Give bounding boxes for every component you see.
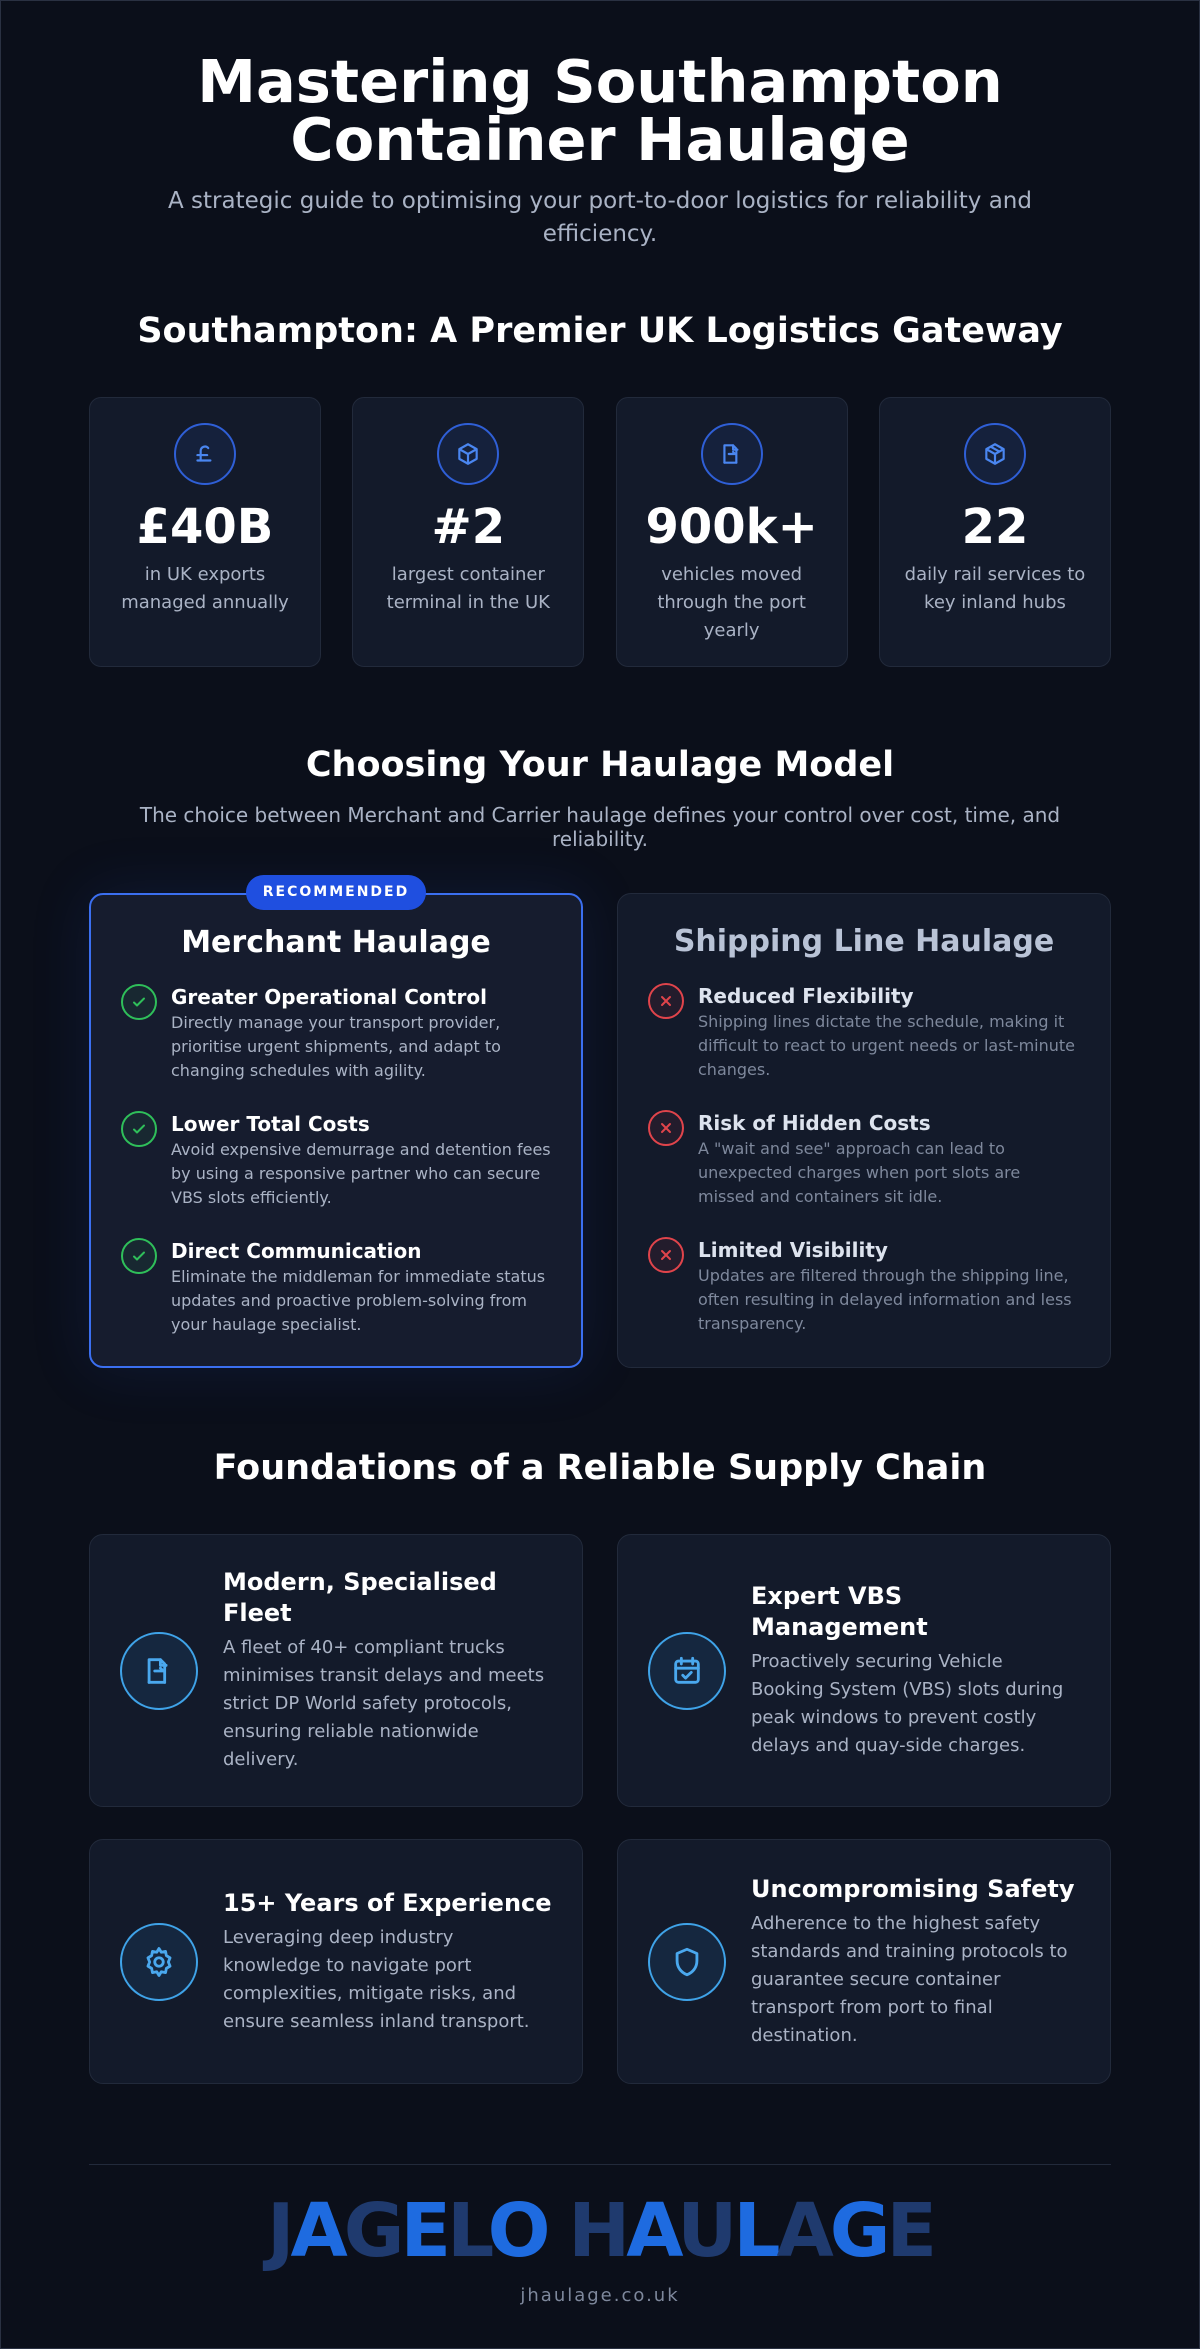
stat-value: 22 [961, 499, 1029, 555]
cross-icon [648, 983, 684, 1019]
foundation-description: A fleet of 40+ compliant trucks minimise… [223, 1637, 545, 1770]
feature-description: Avoid expensive demurrage and detention … [171, 1140, 551, 1207]
feature-list: Reduced Flexibility Shipping lines dicta… [648, 983, 1080, 1336]
stat-card: 900k+ vehicles moved through the port ye… [615, 397, 848, 667]
foundations-section-title: Foundations of a Reliable Supply Chain [213, 1448, 987, 1488]
recommended-badge: RECOMMENDED [246, 875, 426, 910]
content: Mastering Southampton Container Haulage … [89, 47, 1111, 2306]
box-icon [963, 423, 1026, 485]
box-icon [437, 423, 500, 485]
shield-icon [648, 1922, 726, 2001]
foundation-title: Expert VBS Management [751, 1582, 928, 1641]
hero-subtitle: A strategic guide to optimising your por… [168, 188, 1032, 247]
foundation-card: Modern, Specialised Fleet A fleet of 40+… [89, 1534, 583, 1807]
feature-title: Reduced Flexibility [698, 984, 914, 1008]
footer-divider [89, 2164, 1111, 2165]
models-section-subtitle: The choice between Merchant and Carrier … [139, 803, 1061, 851]
truck-icon [120, 1631, 198, 1710]
foundation-description: Adherence to the highest safety standard… [751, 1912, 1068, 2046]
check-icon [121, 1111, 157, 1147]
company-logo[interactable]: JAGELO HAULAGE [266, 2188, 937, 2274]
list-item: Risk of Hidden Costs A "wait and see" ap… [648, 1110, 1080, 1209]
stat-value: #2 [431, 499, 506, 555]
stat-value: 900k+ [645, 499, 818, 555]
feature-title: Limited Visibility [698, 1238, 888, 1262]
check-icon [121, 984, 157, 1020]
feature-title: Direct Communication [171, 1239, 422, 1263]
feature-description: Eliminate the middleman for immediate st… [171, 1267, 546, 1334]
model-title: Shipping Line Haulage [673, 924, 1055, 959]
stats-section-title: Southampton: A Premier UK Logistics Gate… [137, 311, 1063, 351]
stat-label: vehicles moved through the port yearly [657, 564, 806, 641]
stat-label: in UK exports managed annually [121, 564, 289, 613]
gear-icon [120, 1922, 198, 2001]
stat-label: daily rail services to key inland hubs [904, 564, 1086, 613]
feature-description: Shipping lines dictate the schedule, mak… [698, 1012, 1075, 1079]
foundation-card: 15+ Years of Experience Leveraging deep … [89, 1839, 583, 2084]
stat-card: #2 largest container terminal in the UK [352, 397, 585, 667]
list-item: Reduced Flexibility Shipping lines dicta… [648, 983, 1080, 1082]
feature-description: Directly manage your transport provider,… [171, 1013, 501, 1080]
stat-card: £40B in UK exports managed annually [89, 397, 321, 667]
model-title: Merchant Haulage [181, 925, 491, 960]
foundation-title: 15+ Years of Experience [223, 1888, 552, 1917]
calendar-check-icon [648, 1631, 726, 1710]
truck-icon [700, 423, 763, 485]
stat-label: largest container terminal in the UK [386, 564, 550, 613]
merchant-haulage-card: RECOMMENDED Merchant Haulage Greater Ope… [89, 875, 583, 1368]
models-section-title: Choosing Your Haulage Model [305, 745, 895, 785]
stat-value: £40B [136, 499, 274, 555]
shipping-line-haulage-card: Shipping Line Haulage Reduced Flexibilit… [617, 893, 1111, 1368]
models-comparison: RECOMMENDED Merchant Haulage Greater Ope… [89, 875, 1111, 1368]
pound-icon [174, 423, 236, 485]
feature-title: Greater Operational Control [171, 985, 487, 1009]
foundation-description: Leveraging deep industry knowledge to na… [223, 1926, 530, 2032]
website-link[interactable]: jhaulage.co.uk [520, 2285, 680, 2306]
foundation-title: Uncompromising Safety [751, 1874, 1075, 1903]
foundation-card: Uncompromising Safety Adherence to the h… [617, 1839, 1111, 2084]
feature-title: Lower Total Costs [171, 1112, 370, 1136]
feature-list: Greater Operational Control Directly man… [121, 984, 551, 1337]
foundation-description: Proactively securing Vehicle Booking Sys… [751, 1651, 1064, 1756]
foundation-card: Expert VBS Management Proactively securi… [617, 1534, 1111, 1807]
hero-title: Mastering Southampton Container Haulage [197, 47, 1003, 174]
cross-icon [648, 1237, 684, 1273]
feature-title: Risk of Hidden Costs [698, 1111, 931, 1135]
list-item: Lower Total Costs Avoid expensive demurr… [121, 1111, 551, 1210]
list-item: Direct Communication Eliminate the middl… [121, 1238, 551, 1337]
list-item: Limited Visibility Updates are filtered … [648, 1237, 1080, 1336]
stat-card: 22 daily rail services to key inland hub… [878, 397, 1111, 667]
foundation-title: Modern, Specialised Fleet [223, 1568, 497, 1627]
list-item: Greater Operational Control Directly man… [121, 984, 551, 1083]
cross-icon [648, 1110, 684, 1146]
feature-description: A "wait and see" approach can lead to un… [698, 1139, 1021, 1206]
foundations-grid: Modern, Specialised Fleet A fleet of 40+… [89, 1534, 1111, 2084]
feature-description: Updates are filtered through the shippin… [698, 1266, 1072, 1333]
stats-grid: £40B in UK exports managed annually #2 l… [89, 397, 1111, 667]
check-icon [121, 1238, 157, 1274]
